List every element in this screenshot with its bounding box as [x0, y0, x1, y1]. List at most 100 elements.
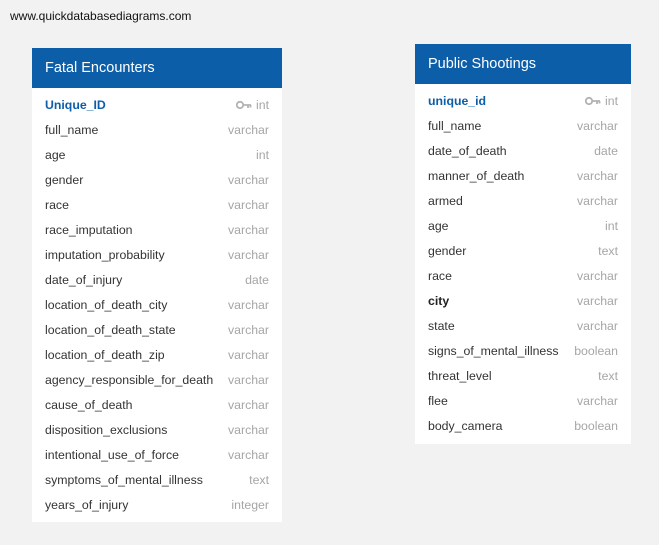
field-row-primary-key[interactable]: unique_id int	[415, 89, 631, 114]
field-name: state	[428, 319, 455, 333]
field-row[interactable]: state varchar	[415, 314, 631, 339]
field-type: boolean	[574, 339, 618, 364]
field-type-label: boolean	[574, 344, 618, 358]
field-row[interactable]: location_of_death_state varchar	[32, 318, 282, 343]
field-type-label: varchar	[227, 348, 269, 362]
field-row[interactable]: manner_of_death varchar	[415, 164, 631, 189]
field-type: int	[585, 89, 618, 114]
field-name: threat_level	[428, 369, 492, 383]
field-name: signs_of_mental_illness	[428, 344, 559, 358]
field-row[interactable]: full_name varchar	[32, 118, 282, 143]
field-row[interactable]: full_name varchar	[415, 114, 631, 139]
field-type: text	[598, 239, 618, 264]
field-name: full_name	[45, 123, 99, 137]
table-title[interactable]: Public Shootings	[415, 44, 631, 84]
field-type: boolean	[574, 414, 618, 439]
field-type-label: boolean	[574, 419, 618, 433]
field-name: location_of_death_state	[45, 323, 176, 337]
field-type: varchar	[228, 443, 269, 468]
key-icon	[585, 96, 601, 105]
field-type-label: varchar	[576, 319, 618, 333]
field-row[interactable]: gender text	[415, 239, 631, 264]
field-name: full_name	[428, 119, 482, 133]
field-name: years_of_injury	[45, 498, 129, 512]
field-row[interactable]: date_of_injury date	[32, 268, 282, 293]
field-name: location_of_death_city	[45, 298, 168, 312]
field-type: varchar	[228, 318, 269, 343]
field-type: varchar	[577, 289, 618, 314]
field-type-label: int	[605, 94, 618, 108]
field-name: unique_id	[428, 94, 487, 108]
field-type: int	[605, 214, 618, 239]
field-type-label: varchar	[576, 269, 618, 283]
field-type: date	[245, 268, 269, 293]
field-type-label: varchar	[227, 248, 269, 262]
field-name: symptoms_of_mental_illness	[45, 473, 203, 487]
field-name: date_of_injury	[45, 273, 123, 287]
field-row[interactable]: armed varchar	[415, 189, 631, 214]
field-name: race	[45, 198, 69, 212]
field-type: varchar	[577, 314, 618, 339]
field-type-label: varchar	[576, 169, 618, 183]
field-type-label: int	[605, 219, 618, 233]
field-name: race_imputation	[45, 223, 133, 237]
field-type-label: text	[598, 244, 618, 258]
field-type: varchar	[228, 218, 269, 243]
field-name: armed	[428, 194, 463, 208]
field-type-label: date	[245, 273, 269, 287]
field-row[interactable]: body_camera boolean	[415, 414, 631, 439]
field-type: varchar	[228, 193, 269, 218]
field-type-label: varchar	[227, 398, 269, 412]
field-row[interactable]: race varchar	[32, 193, 282, 218]
field-row[interactable]: race_imputation varchar	[32, 218, 282, 243]
table-title[interactable]: Fatal Encounters	[32, 48, 282, 88]
field-row[interactable]: intentional_use_of_force varchar	[32, 443, 282, 468]
field-type-label: varchar	[576, 194, 618, 208]
field-type: varchar	[228, 168, 269, 193]
field-type-label: varchar	[227, 423, 269, 437]
field-type-label: varchar	[227, 123, 269, 137]
field-type: varchar	[228, 418, 269, 443]
field-type-label: int	[256, 98, 269, 112]
field-type: varchar	[577, 114, 618, 139]
field-type: int	[236, 93, 269, 118]
field-row[interactable]: threat_level text	[415, 364, 631, 389]
field-type-label: varchar	[227, 198, 269, 212]
field-name: gender	[428, 244, 467, 258]
field-type-label: varchar	[576, 394, 618, 408]
field-row[interactable]: symptoms_of_mental_illness text	[32, 468, 282, 493]
field-type: varchar	[228, 343, 269, 368]
field-name: age	[45, 148, 66, 162]
field-name: city	[428, 294, 450, 308]
field-name: manner_of_death	[428, 169, 525, 183]
field-row[interactable]: city varchar	[415, 289, 631, 314]
field-name: body_camera	[428, 419, 503, 433]
field-type-label: text	[598, 369, 618, 383]
field-row[interactable]: agency_responsible_for_death varchar	[32, 368, 282, 393]
field-row[interactable]: signs_of_mental_illness boolean	[415, 339, 631, 364]
field-row[interactable]: imputation_probability varchar	[32, 243, 282, 268]
field-name: agency_responsible_for_death	[45, 373, 214, 387]
field-type: text	[249, 468, 269, 493]
field-name: imputation_probability	[45, 248, 165, 262]
field-name: intentional_use_of_force	[45, 448, 179, 462]
field-type-label: varchar	[227, 448, 269, 462]
field-type: date	[594, 139, 618, 164]
field-type-label: varchar	[227, 373, 269, 387]
